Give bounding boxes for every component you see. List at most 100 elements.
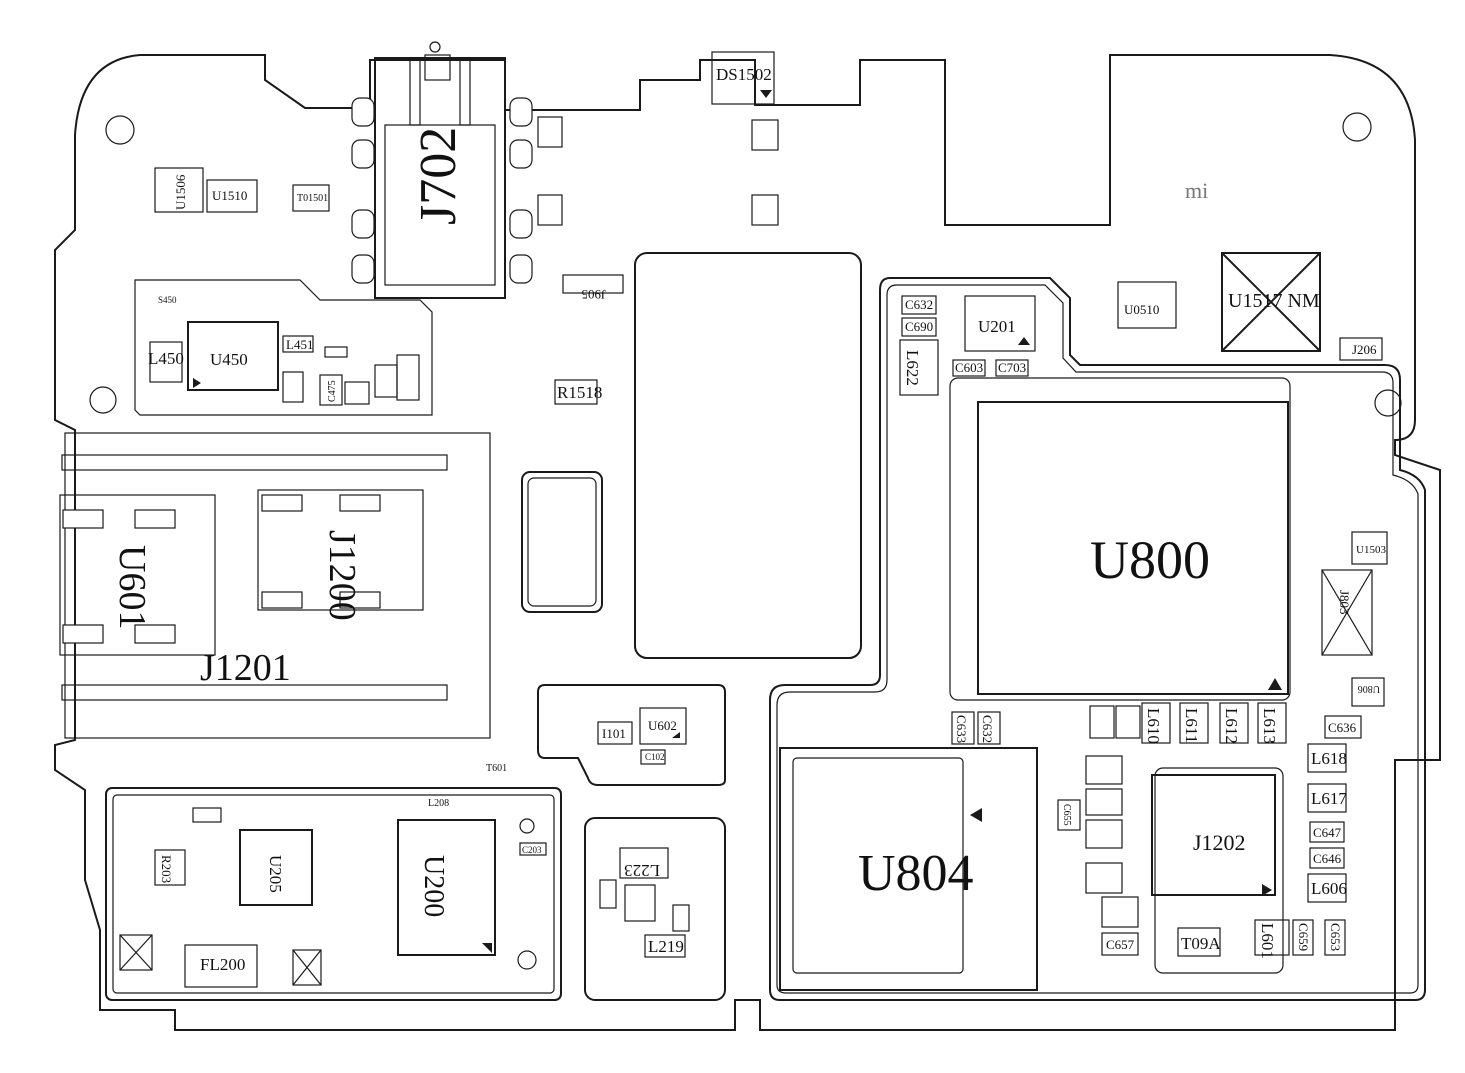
svg-text:C655: C655	[1061, 804, 1072, 826]
svg-text:L601: L601	[1258, 923, 1277, 959]
svg-text:L617: L617	[1311, 789, 1347, 808]
svg-text:C632: C632	[980, 715, 995, 743]
svg-text:C636: C636	[1328, 720, 1357, 735]
svg-text:J206: J206	[1352, 342, 1377, 357]
u450-component: U450	[187, 321, 279, 391]
mount-hole-mr	[1374, 389, 1402, 417]
svg-text:U200: U200	[418, 855, 449, 917]
u602-component: U201	[964, 295, 1036, 352]
svg-text:L450: L450	[148, 349, 184, 368]
l219-shield	[584, 817, 726, 1001]
svg-text:L618: L618	[1311, 749, 1347, 768]
mi-logo: mi	[1185, 178, 1208, 203]
svg-text:L223: L223	[624, 861, 660, 880]
board-outline	[54, 54, 1441, 1031]
svg-text:T601: T601	[486, 763, 507, 774]
small-pad-d3	[537, 116, 563, 148]
center-shield	[634, 252, 862, 659]
ds1502-component: DS1502	[711, 51, 775, 105]
svg-text:U0510: U0510	[1124, 302, 1159, 317]
svg-text:L610: L610	[1144, 708, 1163, 744]
svg-text:U602: U602	[648, 718, 677, 733]
svg-text:DS1502: DS1502	[716, 65, 772, 84]
svg-text:U1510: U1510	[212, 188, 247, 203]
j1202-socket: J1200	[257, 489, 424, 621]
u0510-component: U0510	[1117, 281, 1177, 329]
svg-text:C603: C603	[955, 360, 983, 375]
svg-text:C659: C659	[1296, 923, 1311, 951]
svg-text:C647: C647	[1313, 825, 1342, 840]
svg-text:L219: L219	[648, 937, 684, 956]
svg-text:I101: I101	[602, 726, 626, 741]
main-shield-right	[769, 277, 1426, 1001]
svg-text:U1506: U1506	[173, 174, 188, 210]
r1518-component: R1518	[554, 379, 602, 405]
u201-component: U602	[639, 707, 687, 745]
j803-component: J803	[1321, 569, 1373, 656]
svg-text:C657: C657	[1106, 937, 1135, 952]
svg-text:C690: C690	[905, 319, 933, 334]
svg-text:J905: J905	[581, 287, 606, 302]
svg-text:U1503: U1503	[1356, 544, 1386, 556]
svg-text:L451: L451	[286, 337, 313, 352]
svg-text:C632: C632	[905, 297, 933, 312]
t01501-component: T01501	[292, 184, 330, 212]
fl200-component: FL200	[184, 944, 258, 988]
l219-component: L219	[644, 934, 686, 958]
svg-text:C633: C633	[954, 715, 969, 743]
svg-text:C653: C653	[1328, 923, 1343, 951]
svg-text:C102: C102	[645, 752, 665, 762]
svg-text:L606: L606	[1311, 879, 1347, 898]
small-module	[521, 471, 603, 613]
small-pad-d2	[751, 194, 779, 226]
rf-shield-bottom-left	[105, 787, 562, 1001]
small-pad-d4	[537, 194, 563, 226]
svg-text:L208: L208	[428, 798, 449, 809]
u1506-component: U1506	[154, 167, 204, 213]
l450-component: L450	[148, 341, 184, 383]
svg-text:U804: U804	[858, 845, 974, 902]
svg-text:C646: C646	[1313, 851, 1342, 866]
j206-component: J206	[1339, 337, 1383, 361]
l451-component	[282, 335, 314, 353]
mount-hole-tl	[105, 115, 135, 145]
svg-text:R203: R203	[159, 855, 174, 883]
svg-text:C703: C703	[998, 360, 1026, 375]
u1503-component: U1503	[1351, 531, 1388, 565]
u1510-component: U1510	[206, 179, 258, 213]
u200-component: U200	[397, 819, 496, 956]
j905-component: J905	[562, 274, 624, 302]
mount-hole-tr	[1342, 112, 1372, 142]
svg-text:J1201: J1201	[200, 647, 291, 689]
svg-text:U800: U800	[1090, 530, 1210, 590]
svg-text:U806: U806	[1358, 683, 1380, 694]
u806-component: U806	[1351, 677, 1385, 707]
u800-processor: U800	[949, 377, 1291, 701]
mount-hole-small	[429, 41, 441, 53]
svg-text:J803: J803	[1337, 590, 1352, 615]
svg-text:L613: L613	[1260, 708, 1279, 744]
svg-text:R1518: R1518	[557, 383, 602, 402]
svg-text:U205: U205	[266, 855, 285, 893]
svg-text:U450: U450	[210, 350, 248, 369]
svg-text:C203: C203	[522, 845, 542, 855]
svg-text:U601: U601	[111, 545, 153, 629]
small-pad-d1	[751, 119, 779, 151]
u601-pmic: J1202	[1151, 767, 1284, 974]
j1200-socket: U601	[59, 494, 216, 656]
svg-text:C475: C475	[327, 380, 338, 402]
u450-shield	[134, 279, 433, 416]
svg-text:L612: L612	[1222, 708, 1241, 744]
u1517-component: U1517 NM	[1221, 252, 1321, 352]
svg-text:L611: L611	[1182, 708, 1201, 743]
u804-memory: U804	[779, 747, 1038, 991]
u205-component: U205	[239, 829, 313, 906]
j702-label: J702	[410, 127, 467, 225]
svg-text:L622: L622	[903, 350, 922, 386]
mount-hole-ml	[89, 386, 117, 414]
svg-text:FL200: FL200	[200, 955, 245, 974]
svg-text:S450: S450	[158, 295, 177, 305]
j702-connector: J702	[351, 54, 533, 299]
svg-text:T01501: T01501	[297, 193, 328, 204]
